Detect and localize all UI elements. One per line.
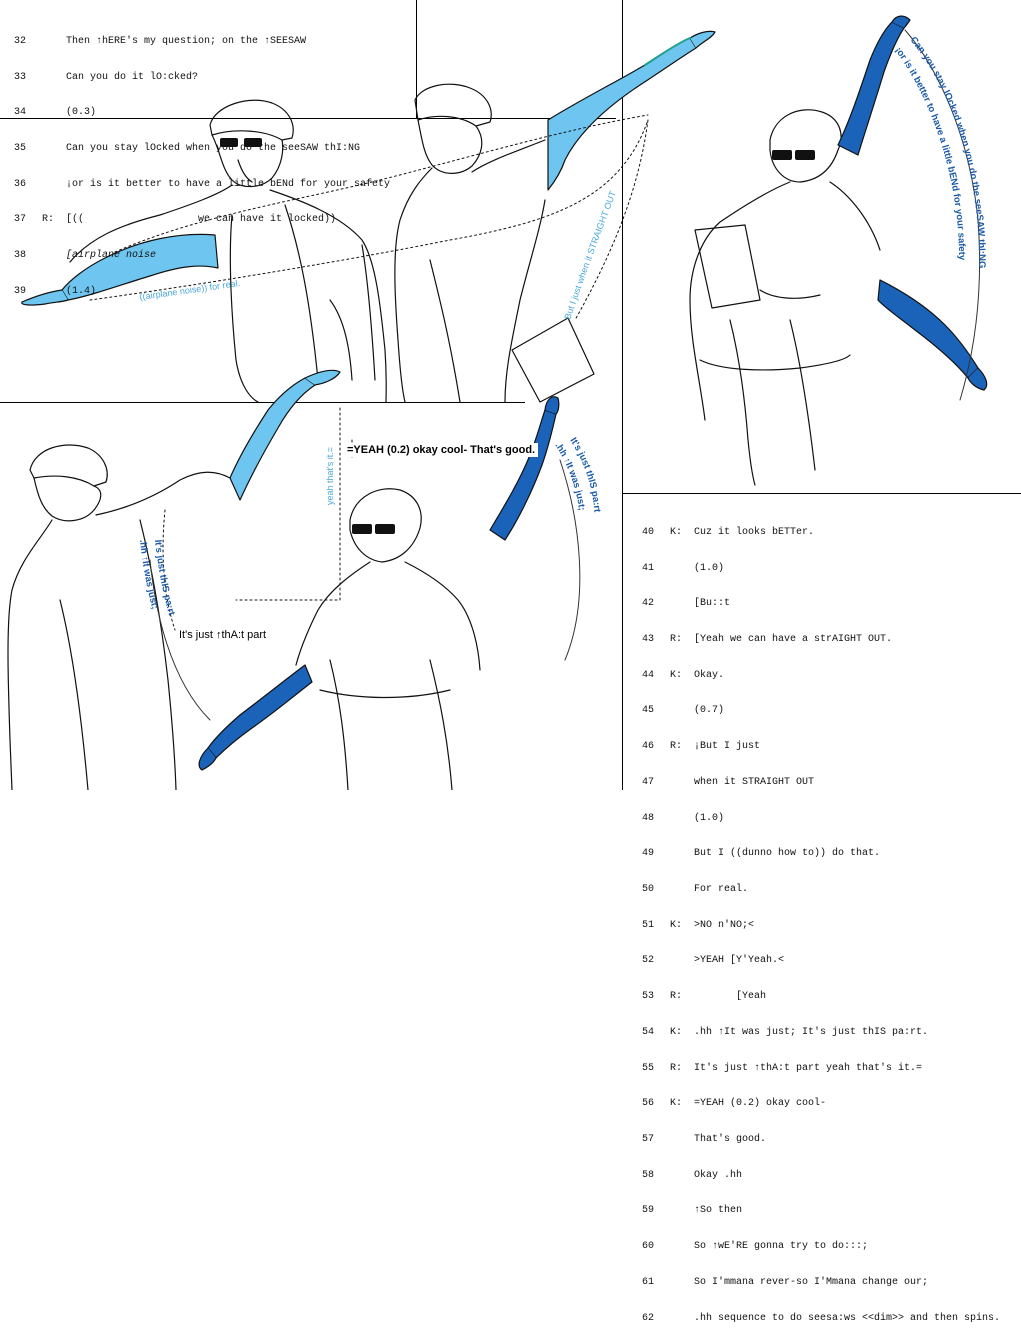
hand-bottom [305, 370, 340, 385]
caption-that-part: It's just ↑thA:t part [176, 628, 270, 642]
annotation-better-bend: ¡or is it better to have a little bENd f… [893, 45, 968, 261]
hand-down-bottom [199, 748, 216, 770]
figure-man-arm-up [395, 84, 545, 402]
transcript-line: 34(0.3) [14, 107, 97, 119]
arc-arrow-bottom [560, 460, 580, 660]
transcript-line: 42[Bu::t [642, 598, 731, 610]
transcript-line: 52>YEAH [Y'Yeah.< [642, 955, 785, 967]
arm-light-blue-up [548, 38, 696, 190]
middle-divider-top [416, 118, 616, 119]
notebook [512, 318, 594, 402]
hand-up-girl [892, 16, 910, 28]
connector-dotted-3 [575, 120, 648, 320]
figure-girl-bottom [296, 489, 480, 790]
horizontal-divider-left [0, 402, 525, 403]
arm-dark-blue-up-girl [838, 22, 904, 155]
figure-girl-arm-up [690, 110, 880, 485]
caption-yeah-okay-cool: =YEAH (0.2) okay cool- That's good. [344, 443, 539, 457]
transcript-line: 62.hh sequence to do seesa:ws <<dim>> an… [642, 1312, 1001, 1324]
hand-left [22, 290, 68, 305]
transcript-line: 59↑So then [642, 1205, 743, 1217]
annotation-straight-out: But I just when it STRAIGHT OUT [562, 189, 618, 320]
arm-dark-blue-down-bottom [208, 665, 312, 758]
svg-text:But I just when it STRAIGHT OU: But I just when it STRAIGHT OUT [562, 189, 618, 320]
connector-dotted-1 [115, 115, 648, 252]
arm-light-blue-bottom [230, 378, 315, 500]
arm-dark-blue-down-girl [878, 280, 978, 378]
transcript-line: 36¡or is it better to have a little bENd… [14, 178, 391, 190]
illustration-canvas: ((airplane noise)) for real. But I just … [0, 0, 1021, 790]
transcript-line: 48(1.0) [642, 812, 725, 824]
svg-text:¡or is it better to have a lit: ¡or is it better to have a little bENd f… [893, 45, 968, 261]
transcript-line: 41(1.0) [642, 562, 725, 574]
arc-arrow-girl [905, 30, 980, 400]
transcript-line: 39(1.4) [14, 285, 97, 297]
transcript-line: 38[airplane noise [14, 250, 157, 262]
connector-dotted-6 [163, 510, 175, 630]
connector-dotted-4 [236, 408, 340, 600]
arc-arrow-left [150, 560, 210, 720]
hand-up [690, 31, 715, 48]
transcript-line: 45(0.7) [642, 705, 725, 717]
annotation-yeah-thats-it: yeah that's it.= [325, 447, 335, 505]
hand-up-bottom [545, 397, 559, 414]
horizontal-divider-right [622, 493, 1021, 494]
top-left-transcript-border [0, 0, 417, 119]
vertical-divider [622, 0, 623, 790]
connector-dotted-2 [90, 120, 648, 300]
hand-down-girl [968, 368, 987, 390]
arm-dark-blue-up-bottom [490, 410, 556, 540]
figure-man-bottom-left [8, 445, 230, 790]
figure-man-arm-left [70, 100, 386, 402]
